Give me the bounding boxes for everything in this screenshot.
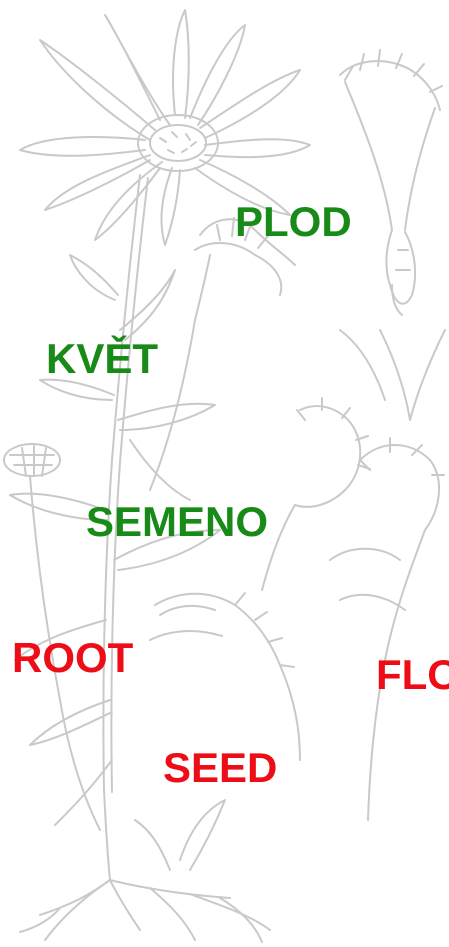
- word-semeno-label: SEMENO: [86, 501, 268, 543]
- fruit-detail: [340, 50, 442, 315]
- side-flower-head: [150, 218, 295, 490]
- word-flower-label-cropped: FLO: [376, 654, 449, 696]
- word-kvet-label: KVĚT: [46, 338, 158, 380]
- right-plant-parts: [330, 330, 445, 820]
- word-root-label: ROOT: [12, 637, 133, 679]
- base-rosette: [180, 800, 225, 870]
- roots: [20, 880, 270, 942]
- word-seed-label: SEED: [163, 747, 277, 789]
- lobed-leaf: [150, 398, 370, 760]
- word-plod-label: PLOD: [235, 201, 352, 243]
